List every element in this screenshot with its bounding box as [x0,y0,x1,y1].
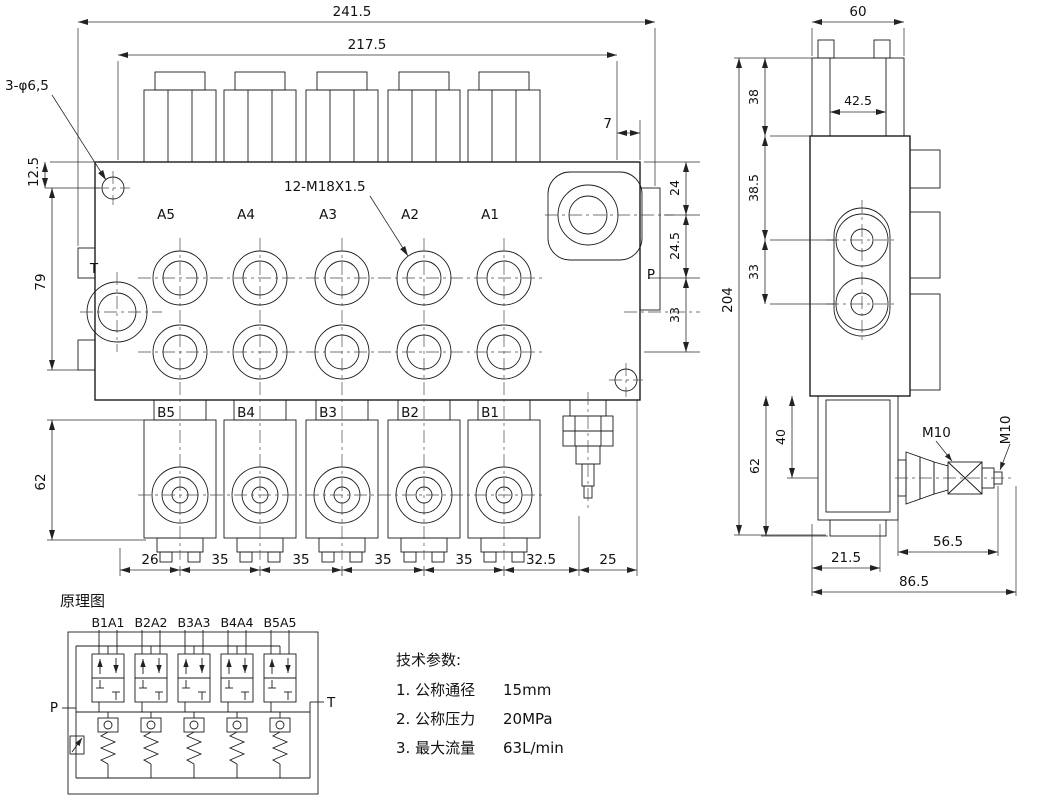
dim-flange-height: 79 [33,273,49,290]
schematic-valve-labels: B1A1 B2A2 B3A3 B4A4 B5A5 [91,615,296,630]
mounting-hole-bottom-right [608,362,644,398]
dim-seg-bottom: 33 [746,264,761,280]
param-3-label: 3. 最大流量 [396,739,475,757]
label-port-a3: A3 [319,207,337,223]
dim-lower: 62 [747,458,762,474]
dim-bottom-5: 35 [455,552,472,568]
label-port-b4: B4 [237,405,255,421]
dim-total-depth: 86.5 [899,574,929,590]
front-right-dimensions: 24 24.5 33 [644,161,700,353]
dim-body-width: 217.5 [348,37,387,53]
front-bottom-dimensions: 26 35 35 35 35 32.5 25 [119,400,638,576]
param-1-label: 1. 公称通径 [396,681,475,699]
front-notes: 3-φ6,5 12-M18X1.5 [5,78,409,257]
label-thread-handle: M10 [922,425,951,441]
dim-bottom-1: 26 [141,552,158,568]
front-left-dimensions: 12.5 79 62 [26,157,146,541]
param-3-value: 63L/min [503,739,564,757]
tech-params: 技术参数: 1. 公称通径 15mm 2. 公称压力 20MPa 3. 最大流量… [396,651,564,757]
spool-cap-1 [143,71,217,163]
dim-right-mid: 24.5 [667,232,682,260]
valve-label-1: B1A1 [91,615,124,630]
left-tab-top [77,247,96,279]
label-port-a1: A1 [481,207,499,223]
dim-bottom-7: 25 [599,552,616,568]
label-port-a5: A5 [157,207,175,223]
dim-hole-offset: 12.5 [26,157,42,187]
valve-label-2: B2A2 [134,615,167,630]
spool-cap-3 [305,71,379,163]
schematic-title: 原理图 [60,592,105,610]
front-view: 241.5 217.5 7 12.5 79 62 24 24.5 33 [5,4,700,576]
param-2-value: 20MPa [503,710,553,728]
schematic-valve-units [92,630,296,778]
valve-symbol-2 [135,630,167,778]
dim-top-gap: 7 [603,116,612,132]
label-port-b2: B2 [401,405,419,421]
joystick-assembly [817,395,1015,537]
label-port-b5: B5 [157,405,175,421]
note-thread: 12-M18X1.5 [284,179,366,195]
spool-cap-4 [387,71,461,163]
label-port-t: T [89,261,99,277]
dim-right-top: 24 [667,180,682,196]
note-holes: 3-φ6,5 [5,78,49,94]
tech-params-title: 技术参数: [396,651,461,669]
dim-bottom-4: 35 [374,552,391,568]
side-body [809,39,941,397]
dim-cap-width: 42.5 [844,93,872,108]
spool-cap-2 [223,71,297,163]
p-side-block [639,187,661,311]
valve-symbol-5 [264,630,296,778]
valve-symbol-4 [221,630,253,778]
left-tab-bottom [77,339,96,371]
dim-bottom-6: 32.5 [526,552,556,568]
schematic-boundary [67,631,319,795]
label-port-p: P [647,267,655,283]
valve-symbol-1 [92,630,124,778]
p-port-boss [547,171,643,261]
side-dimensions: 60 42.5 38 38.5 33 204 40 62 56.5 21.5 [720,4,1017,596]
side-thread-labels: M10 M10 [922,416,1014,471]
dim-lower-height: 62 [33,473,49,490]
relief-valve [562,392,614,512]
dim-handle-length: 56.5 [933,534,963,550]
schematic-label-t: T [326,695,336,711]
dim-side-width: 60 [849,4,866,20]
front-top-dimensions: 241.5 217.5 7 [77,4,656,246]
spool-cap-5 [467,71,541,163]
schematic-gallery-lines [62,645,324,779]
mounting-hole-top-left [95,170,131,206]
schematic-label-p: P [50,700,58,716]
dim-handle-offset: 21.5 [831,550,861,566]
valve-label-5: B5A5 [263,615,296,630]
dim-stem: 40 [773,429,788,445]
label-port-a2: A2 [401,207,419,223]
dim-seg-mid: 38.5 [746,174,761,202]
dim-total-height: 204 [720,287,736,313]
dim-right-bottom: 33 [667,307,682,323]
label-port-b1: B1 [481,405,499,421]
dim-bottom-2: 35 [211,552,228,568]
valve-label-4: B4A4 [220,615,253,630]
param-1-value: 15mm [503,681,551,699]
label-port-b3: B3 [319,405,337,421]
dim-overall-width: 241.5 [333,4,372,20]
front-port-labels: A5 A4 A3 A2 A1 B5 B4 B3 B2 B1 T P [89,207,655,421]
dim-bottom-3: 35 [292,552,309,568]
front-centerlines [80,214,700,560]
param-2-label: 2. 公称压力 [396,710,475,728]
valve-label-3: B3A3 [177,615,210,630]
relief-valve-symbol [69,735,85,755]
label-thread-end: M10 [998,416,1014,445]
valve-symbol-3 [178,630,210,778]
label-port-a4: A4 [237,207,255,223]
hydraulic-schematic: 原理图 B1A1 B2A2 B3A3 B4A4 B5A5 P T [50,592,336,795]
dim-seg-top: 38 [746,89,761,105]
side-view: 60 42.5 38 38.5 33 204 40 62 56.5 21.5 [720,4,1017,596]
